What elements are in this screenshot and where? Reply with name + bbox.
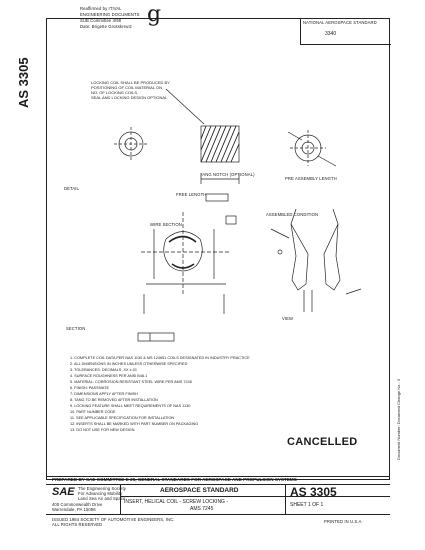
reaffirm-line-4: Date: Brigette Grosskreutz	[80, 24, 132, 29]
callout-wire-section: WIRE SECTION	[150, 222, 182, 227]
reaffirm-line-2: ENGINEERING DOCUMENTS	[80, 12, 140, 17]
printed-in: PRINTED IN U.S.A.	[324, 519, 363, 524]
reaffirm-line-3: SUB Committee 4/98	[80, 18, 122, 23]
copyright-2: ALL RIGHTS RESERVED	[52, 522, 103, 527]
note-8: 8. TANG TO BE REMOVED AFTER INSTALLATION	[70, 398, 158, 402]
note-11: 11. SEE APPLICABLE SPECIFICATION FOR INS…	[70, 416, 175, 420]
side-doc-number: AS 3305	[16, 57, 31, 108]
header-box-value: 3340	[325, 31, 337, 37]
callout-free-length: FREE LENGTH	[176, 192, 207, 197]
note-6: 6. FINISH: PASSIVATE	[70, 386, 110, 390]
assembled-view-left	[290, 223, 309, 291]
ref-box	[137, 332, 175, 342]
cancelled-stamp: CANCELLED	[287, 436, 358, 448]
wire-section-outline	[163, 231, 203, 272]
header-box-label: NATIONAL AEROSPACE STANDARD	[303, 20, 377, 25]
callout-view: VIEW	[282, 316, 294, 321]
doc-id: AS 3305	[290, 485, 337, 499]
sheet-number: SHEET 1 OF 1	[290, 502, 324, 508]
note-5: 5. MATERIAL: CORROSION RESISTANT STEEL W…	[70, 380, 192, 384]
note-4: 4. SURFACE ROUGHNESS PER ANSI B46.1	[70, 374, 148, 378]
note-1: 1. COMPLETE COIL DATA PER NAS 1130 & MS …	[70, 356, 250, 360]
copyright-1: ISSUED 1984 SOCIETY OF AUTOMOTIVE ENGINE…	[52, 517, 175, 522]
sae-logo: SAE	[52, 486, 75, 498]
header-box: NATIONAL AEROSPACE STANDARD 3340	[300, 18, 391, 45]
callout-tang: TANG NOTCH (OPTIONAL)	[200, 172, 255, 177]
note-3: 3. TOLERANCES: DECIMALS .XX ±.01	[70, 368, 137, 372]
technical-drawing: LOCKING COIL SHALL BE PRODUCED BY POSITI…	[91, 80, 362, 342]
note-2: 2. ALL DIMENSIONS IN INCHES UNLESS OTHER…	[70, 362, 188, 366]
callout-assembled: ASSEMBLED CONDITION	[266, 212, 319, 217]
reaffirm-line-1: Reaffirmed by ITIVAL	[80, 6, 122, 11]
callout-locking: LOCKING COIL SHALL BE PRODUCED BY POSITI…	[91, 80, 171, 100]
standard-type: AEROSPACE STANDARD	[160, 487, 239, 494]
assembled-view-right	[323, 223, 341, 291]
title-line-1: INSERT, HELICAL COIL - SCREW LOCKING -	[124, 499, 229, 505]
note-12: 12. INSERTS SHALL BE MARKED WITH PART NU…	[70, 422, 199, 426]
org-text-3: Land Sea Air and Space	[78, 496, 126, 501]
org-text-1: The Engineering Society	[78, 486, 126, 491]
note-9: 9. LOCKING FEATURE SHALL MEET REQUIREMEN…	[70, 404, 191, 408]
side-right-text: Document Number: Document Change No.: 3	[396, 379, 401, 460]
header-letter: g	[147, 2, 162, 27]
org-addr-2: Warrendale, PA 15096	[52, 507, 96, 512]
org-text-2: For Advancing Mobility	[78, 491, 123, 496]
org-addr-1: 400 Commonwealth Drive	[52, 502, 103, 507]
callout-detail: DETAIL	[64, 186, 79, 191]
callout-section: SECTION	[66, 326, 86, 331]
note-7: 7. DIMENSIONS APPLY AFTER FINISH	[70, 392, 138, 396]
prepared-by: PREPARED BY SAE COMMITTEE E-25, GENERAL …	[52, 477, 297, 482]
callout-pre-assembly: PRE ASSEMBLY LENGTH	[285, 176, 337, 181]
note-13: 13. DO NOT USE FOR NEW DESIGN	[70, 428, 135, 432]
note-10: 10. PART NUMBER CODE	[70, 410, 116, 414]
title-line-2: AMS 7245	[190, 506, 214, 512]
